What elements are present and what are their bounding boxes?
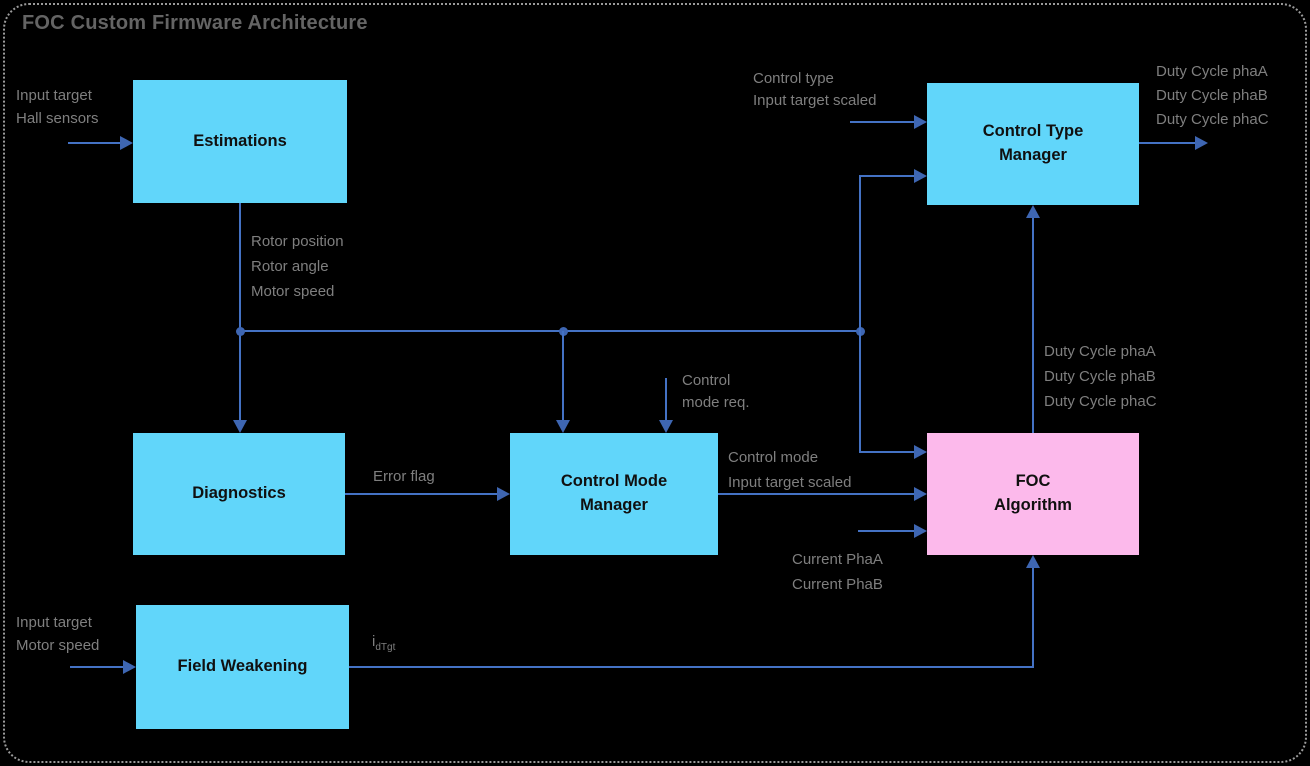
arrowhead-icon: [123, 660, 136, 674]
arrowhead-icon: [120, 136, 133, 150]
label-estimations-inputs: Input target Hall sensors: [16, 87, 99, 127]
connector-line: [562, 331, 564, 420]
arrowhead-icon: [1026, 205, 1040, 218]
connector-line: [718, 493, 915, 495]
label-idtgt: idTgt: [372, 633, 396, 653]
label-control-mode-to-foc: Control mode Input target scaled: [728, 449, 852, 491]
connector-line: [1032, 218, 1034, 433]
connector-line: [68, 142, 120, 144]
connector-line: [859, 175, 915, 177]
connector-line: [859, 451, 915, 453]
label-control-mode-request: Control mode req.: [682, 372, 750, 411]
junction-dot-icon: [236, 327, 245, 336]
label-error-flag: Error flag: [373, 468, 435, 485]
diagram-title: FOC Custom Firmware Architecture: [22, 12, 368, 34]
label-control-type-inputs: Control type Input target scaled: [753, 70, 877, 109]
arrowhead-icon: [914, 487, 927, 501]
block-field-weakening[interactable]: Field Weakening: [136, 605, 349, 729]
connector-line: [349, 666, 1034, 668]
connector-line: [850, 121, 915, 123]
connector-line: [858, 530, 915, 532]
arrowhead-icon: [556, 420, 570, 433]
label-control-type-outputs: Duty Cycle phaA Duty Cycle phaB Duty Cyc…: [1156, 63, 1269, 128]
arrowhead-icon: [659, 420, 673, 433]
arrowhead-icon: [497, 487, 510, 501]
arrowhead-icon: [1195, 136, 1208, 150]
connector-line: [859, 175, 861, 453]
arrowhead-icon: [1026, 555, 1040, 568]
block-foc-algorithm[interactable]: FOC Algorithm: [927, 433, 1139, 555]
arrowhead-icon: [914, 169, 927, 183]
block-diagnostics[interactable]: Diagnostics: [133, 433, 345, 555]
block-control-mode-manager[interactable]: Control Mode Manager: [510, 433, 718, 555]
block-estimations[interactable]: Estimations: [133, 80, 347, 203]
arrowhead-icon: [233, 420, 247, 433]
label-current-inputs: Current PhaA Current PhaB: [792, 551, 883, 593]
connector-line: [1139, 142, 1196, 144]
connector-line: [239, 330, 861, 332]
block-control-type-manager[interactable]: Control Type Manager: [927, 83, 1139, 205]
arrowhead-icon: [914, 115, 927, 129]
connector-line: [665, 378, 667, 421]
connector-line: [345, 493, 498, 495]
label-foc-to-control-type: Duty Cycle phaA Duty Cycle phaB Duty Cyc…: [1044, 343, 1157, 410]
arrowhead-icon: [914, 445, 927, 459]
connector-line: [70, 666, 123, 668]
connector-line: [1032, 568, 1034, 667]
label-field-weakening-inputs: Input target Motor speed: [16, 614, 100, 654]
arrowhead-icon: [914, 524, 927, 538]
label-estimations-outputs: Rotor position Rotor angle Motor speed: [251, 233, 344, 300]
connector-line: [239, 203, 241, 420]
